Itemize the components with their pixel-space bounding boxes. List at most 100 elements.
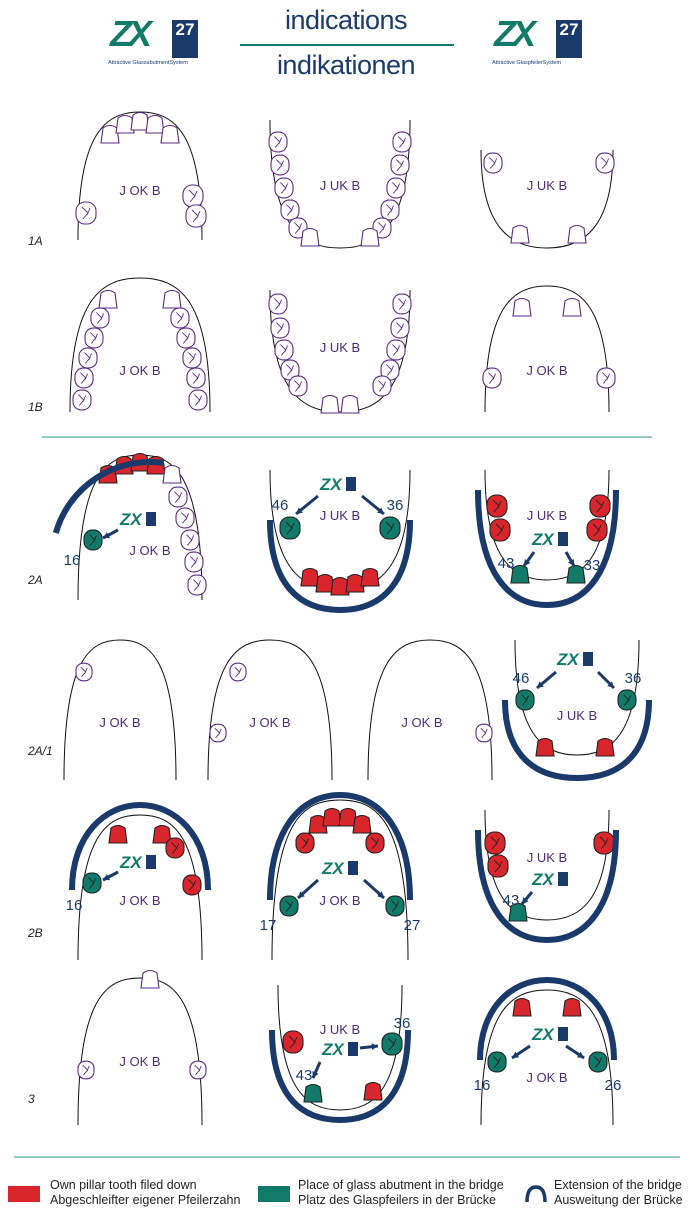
tooth-31 <box>73 390 91 410</box>
tooth-82 <box>618 690 636 710</box>
tooth-106 <box>382 1033 402 1055</box>
arch-label-2a-left: J OK B <box>129 543 170 558</box>
num-2a-right-right: 33 <box>584 557 601 574</box>
tooth-incisor-4 <box>146 116 164 134</box>
tooth-97 <box>386 896 404 916</box>
tooth-35 <box>187 368 205 388</box>
num-2a-left: 16 <box>64 552 81 569</box>
tooth-41 <box>289 376 307 396</box>
legend-own-pillar: Own pillar tooth filed down Abgeschleift… <box>50 1178 240 1208</box>
legend-extension-de: Ausweitung der Brücke <box>554 1193 683 1208</box>
tooth-71 <box>487 495 507 517</box>
arch-label-2a1-b: J OK B <box>249 715 290 730</box>
tooth-60 <box>181 530 199 550</box>
tooth-incisor-108 <box>364 1083 382 1101</box>
tooth-6 <box>76 202 96 224</box>
tooth-incisor-70 <box>361 569 379 587</box>
tooth-incisor-85 <box>109 826 127 844</box>
tooth-88 <box>183 875 201 895</box>
tooth-100 <box>594 832 614 854</box>
arch-label-1a-mid: J UK B <box>320 178 360 193</box>
tooth-incisor-24 <box>568 226 586 244</box>
num-2a-mid-left: 46 <box>272 497 289 514</box>
tooth-27 <box>91 308 109 328</box>
tooth-incisor-109 <box>513 999 531 1017</box>
tooth-99 <box>488 855 508 877</box>
tooth-29 <box>79 348 97 368</box>
tooth-9 <box>269 132 287 152</box>
num-3-mid-right: 36 <box>394 1015 411 1032</box>
legend-glass-abutment-en: Place of glass abutment in the bridge <box>298 1178 504 1193</box>
tooth-95 <box>366 833 384 853</box>
tooth-incisor-93 <box>353 816 371 834</box>
tooth-incisor-50 <box>563 299 581 317</box>
legend-glass-abutment: Place of glass abutment in the bridge Pl… <box>298 1178 504 1208</box>
arch-label-2a1-d: J UK B <box>557 708 597 723</box>
zx-2a-mid-mark: ZX <box>319 475 343 494</box>
tooth-63 <box>84 530 102 550</box>
tooth-62 <box>188 575 206 595</box>
tooth-104 <box>190 1061 206 1079</box>
tooth-89 <box>83 873 101 893</box>
num-2b-mid-right: 27 <box>404 917 421 934</box>
legend-extension-en: Extension of the bridge <box>554 1178 683 1193</box>
arch-label-2a1-c: J OK B <box>401 715 442 730</box>
tooth-37 <box>269 294 287 314</box>
arch-label-1b-left: J OK B <box>119 363 160 378</box>
arrow-3-mid-r-head <box>372 1043 378 1050</box>
zx-2b-left-box <box>146 855 156 869</box>
zx-2b-right-box <box>558 872 568 886</box>
zx-2a1-mark: ZX <box>556 650 580 669</box>
tooth-incisor-83 <box>536 739 554 757</box>
tooth-incisor-110 <box>563 999 581 1017</box>
arch-label-2a-mid: J UK B <box>320 508 360 523</box>
tooth-incisor-48 <box>341 396 359 414</box>
zx-2b-left-mark: ZX <box>119 853 143 872</box>
arch-1a-left <box>78 112 202 240</box>
tooth-21 <box>484 153 502 173</box>
tooth-39 <box>275 340 293 360</box>
arch-label-3-left: J OK B <box>119 1054 160 1069</box>
tooth-58 <box>169 487 187 507</box>
legend-glass-abutment-de: Platz des Glaspfeilers in der Brücke <box>298 1193 504 1208</box>
tooth-incisor-47 <box>321 396 339 414</box>
tooth-10 <box>271 155 289 175</box>
tooth-8 <box>186 205 206 227</box>
tooth-incisor-91 <box>323 809 341 827</box>
tooth-30 <box>75 368 93 388</box>
zx-3-mid-mark: ZX <box>321 1040 345 1059</box>
tooth-105 <box>283 1031 303 1053</box>
num-2b-mid-left: 17 <box>260 917 277 934</box>
tooth-incisor-19 <box>301 229 319 247</box>
tooth-incisor-23 <box>511 226 529 244</box>
tooth-16 <box>387 178 405 198</box>
tooth-59 <box>176 508 194 528</box>
tooth-81 <box>516 690 534 710</box>
tooth-72 <box>490 519 510 541</box>
legend-teal-swatch <box>258 1186 290 1202</box>
num-2a-mid-right: 36 <box>387 497 404 514</box>
num-2b-right: 43 <box>503 892 520 909</box>
legend-red-swatch <box>8 1186 40 1202</box>
arch-label-1b-mid: J UK B <box>320 340 360 355</box>
arch-label-2b-mid: J OK B <box>319 893 360 908</box>
legend-arc-icon <box>524 1184 548 1204</box>
tooth-38 <box>271 318 289 338</box>
arch-3-left <box>78 978 202 1125</box>
tooth-incisor-26 <box>163 291 181 309</box>
tooth-11 <box>275 178 293 198</box>
tooth-44 <box>387 340 405 360</box>
tooth-43 <box>391 318 409 338</box>
tooth-17 <box>381 200 399 220</box>
tooth-15 <box>391 155 409 175</box>
bridge-3-right <box>480 980 614 1060</box>
tooth-98 <box>485 832 505 854</box>
tooth-77 <box>76 663 92 681</box>
tooth-80 <box>476 724 492 742</box>
num-2b-left: 16 <box>66 897 83 914</box>
tooth-incisor-66 <box>301 569 319 587</box>
tooth-79 <box>210 724 226 742</box>
tooth-103 <box>78 1061 94 1079</box>
num-3-right-left: 16 <box>474 1077 491 1094</box>
tooth-46 <box>373 376 391 396</box>
